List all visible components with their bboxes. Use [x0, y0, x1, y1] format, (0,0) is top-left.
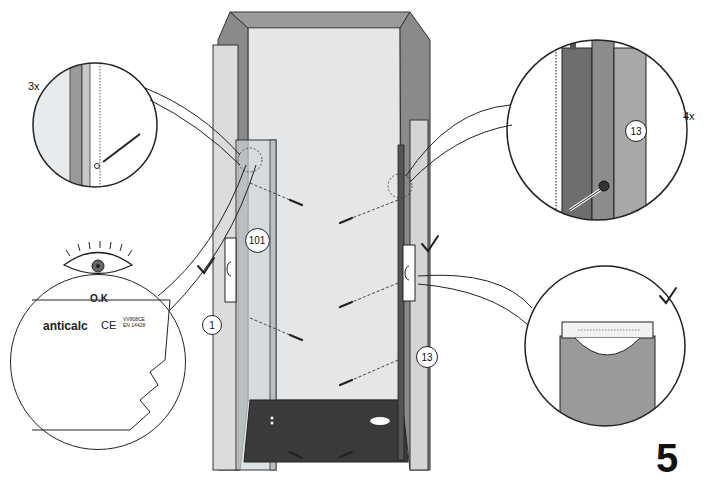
step-number: 5: [656, 438, 678, 478]
callout-number: 13: [416, 346, 438, 368]
ce-mark: CE: [101, 319, 116, 331]
callout-text: 13: [421, 352, 432, 363]
callout-text: 101: [249, 235, 266, 246]
callout-number: 1: [202, 315, 222, 335]
ok-text: O.K: [90, 293, 108, 304]
callout-text: 1: [209, 320, 215, 331]
brand-logo: anticalc: [43, 319, 88, 333]
callout-text: 13: [630, 126, 641, 137]
quantity-label: 4x: [683, 110, 695, 122]
detail-circle: O.K anticalc CE VV808CE EN 14428: [10, 274, 186, 450]
standard-code: VV808CE EN 14428: [123, 317, 153, 328]
callout-number: 13: [625, 120, 647, 142]
callout-number: 101: [245, 228, 270, 253]
quantity-label: 3x: [28, 80, 40, 92]
